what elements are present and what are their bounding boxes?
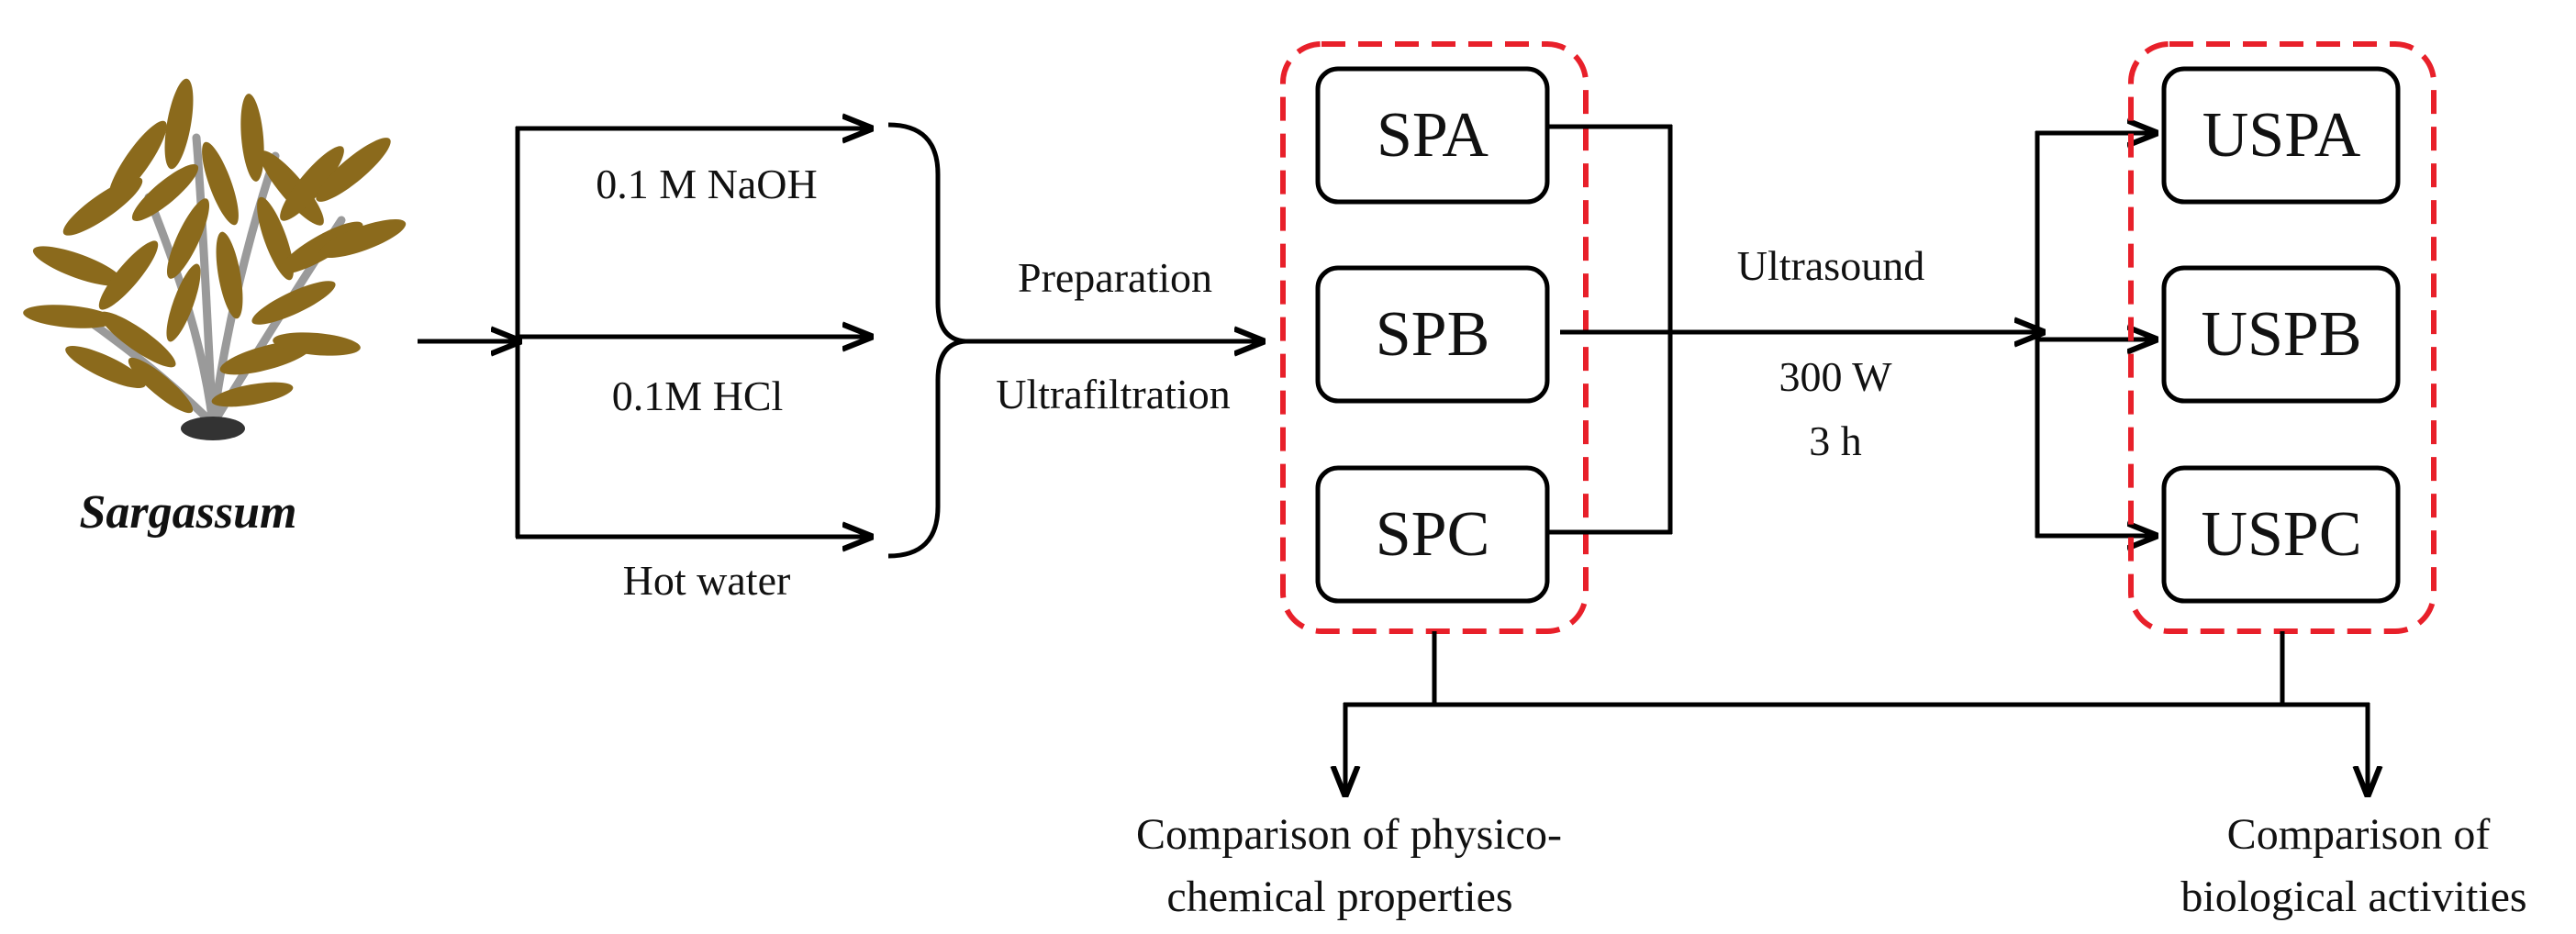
box-spb [1315, 265, 1550, 404]
process1-line2: Ultrafiltration [996, 371, 1230, 417]
merge-brace [887, 122, 966, 559]
seaweed-icon [23, 78, 407, 440]
box-uspc-label: USPC [2201, 499, 2361, 570]
box-uspb-label: USPB [2201, 299, 2361, 370]
box-uspa [2161, 66, 2401, 205]
box-spb-label: SPB [1376, 299, 1490, 370]
output-left-line1: Comparison of physico- [1136, 810, 1562, 859]
box-spc-label: SPC [1376, 499, 1490, 570]
source-label: Sargassum [80, 486, 297, 539]
box-spa [1315, 66, 1550, 205]
output-right-line1: Comparison of [2227, 810, 2491, 859]
method-label-hot-water: Hot water [623, 557, 791, 604]
output-left-line2: chemical properties [1166, 873, 1512, 921]
box-uspa-label: USPA [2202, 100, 2361, 171]
method-label-naoh: 0.1 M NaOH [596, 161, 817, 207]
box-uspc [2161, 465, 2401, 604]
box-uspb [2161, 265, 2401, 404]
process2-line1: Ultrasound [1737, 242, 1924, 289]
process2-line3: 3 h [1809, 417, 1862, 464]
process2-line2: 300 W [1779, 353, 1892, 400]
output-right-line2: biological activities [2180, 873, 2526, 921]
process1-line1: Preparation [1018, 254, 1212, 301]
box-spa-label: SPA [1377, 100, 1489, 171]
method-label-hcl: 0.1M HCl [612, 372, 784, 419]
